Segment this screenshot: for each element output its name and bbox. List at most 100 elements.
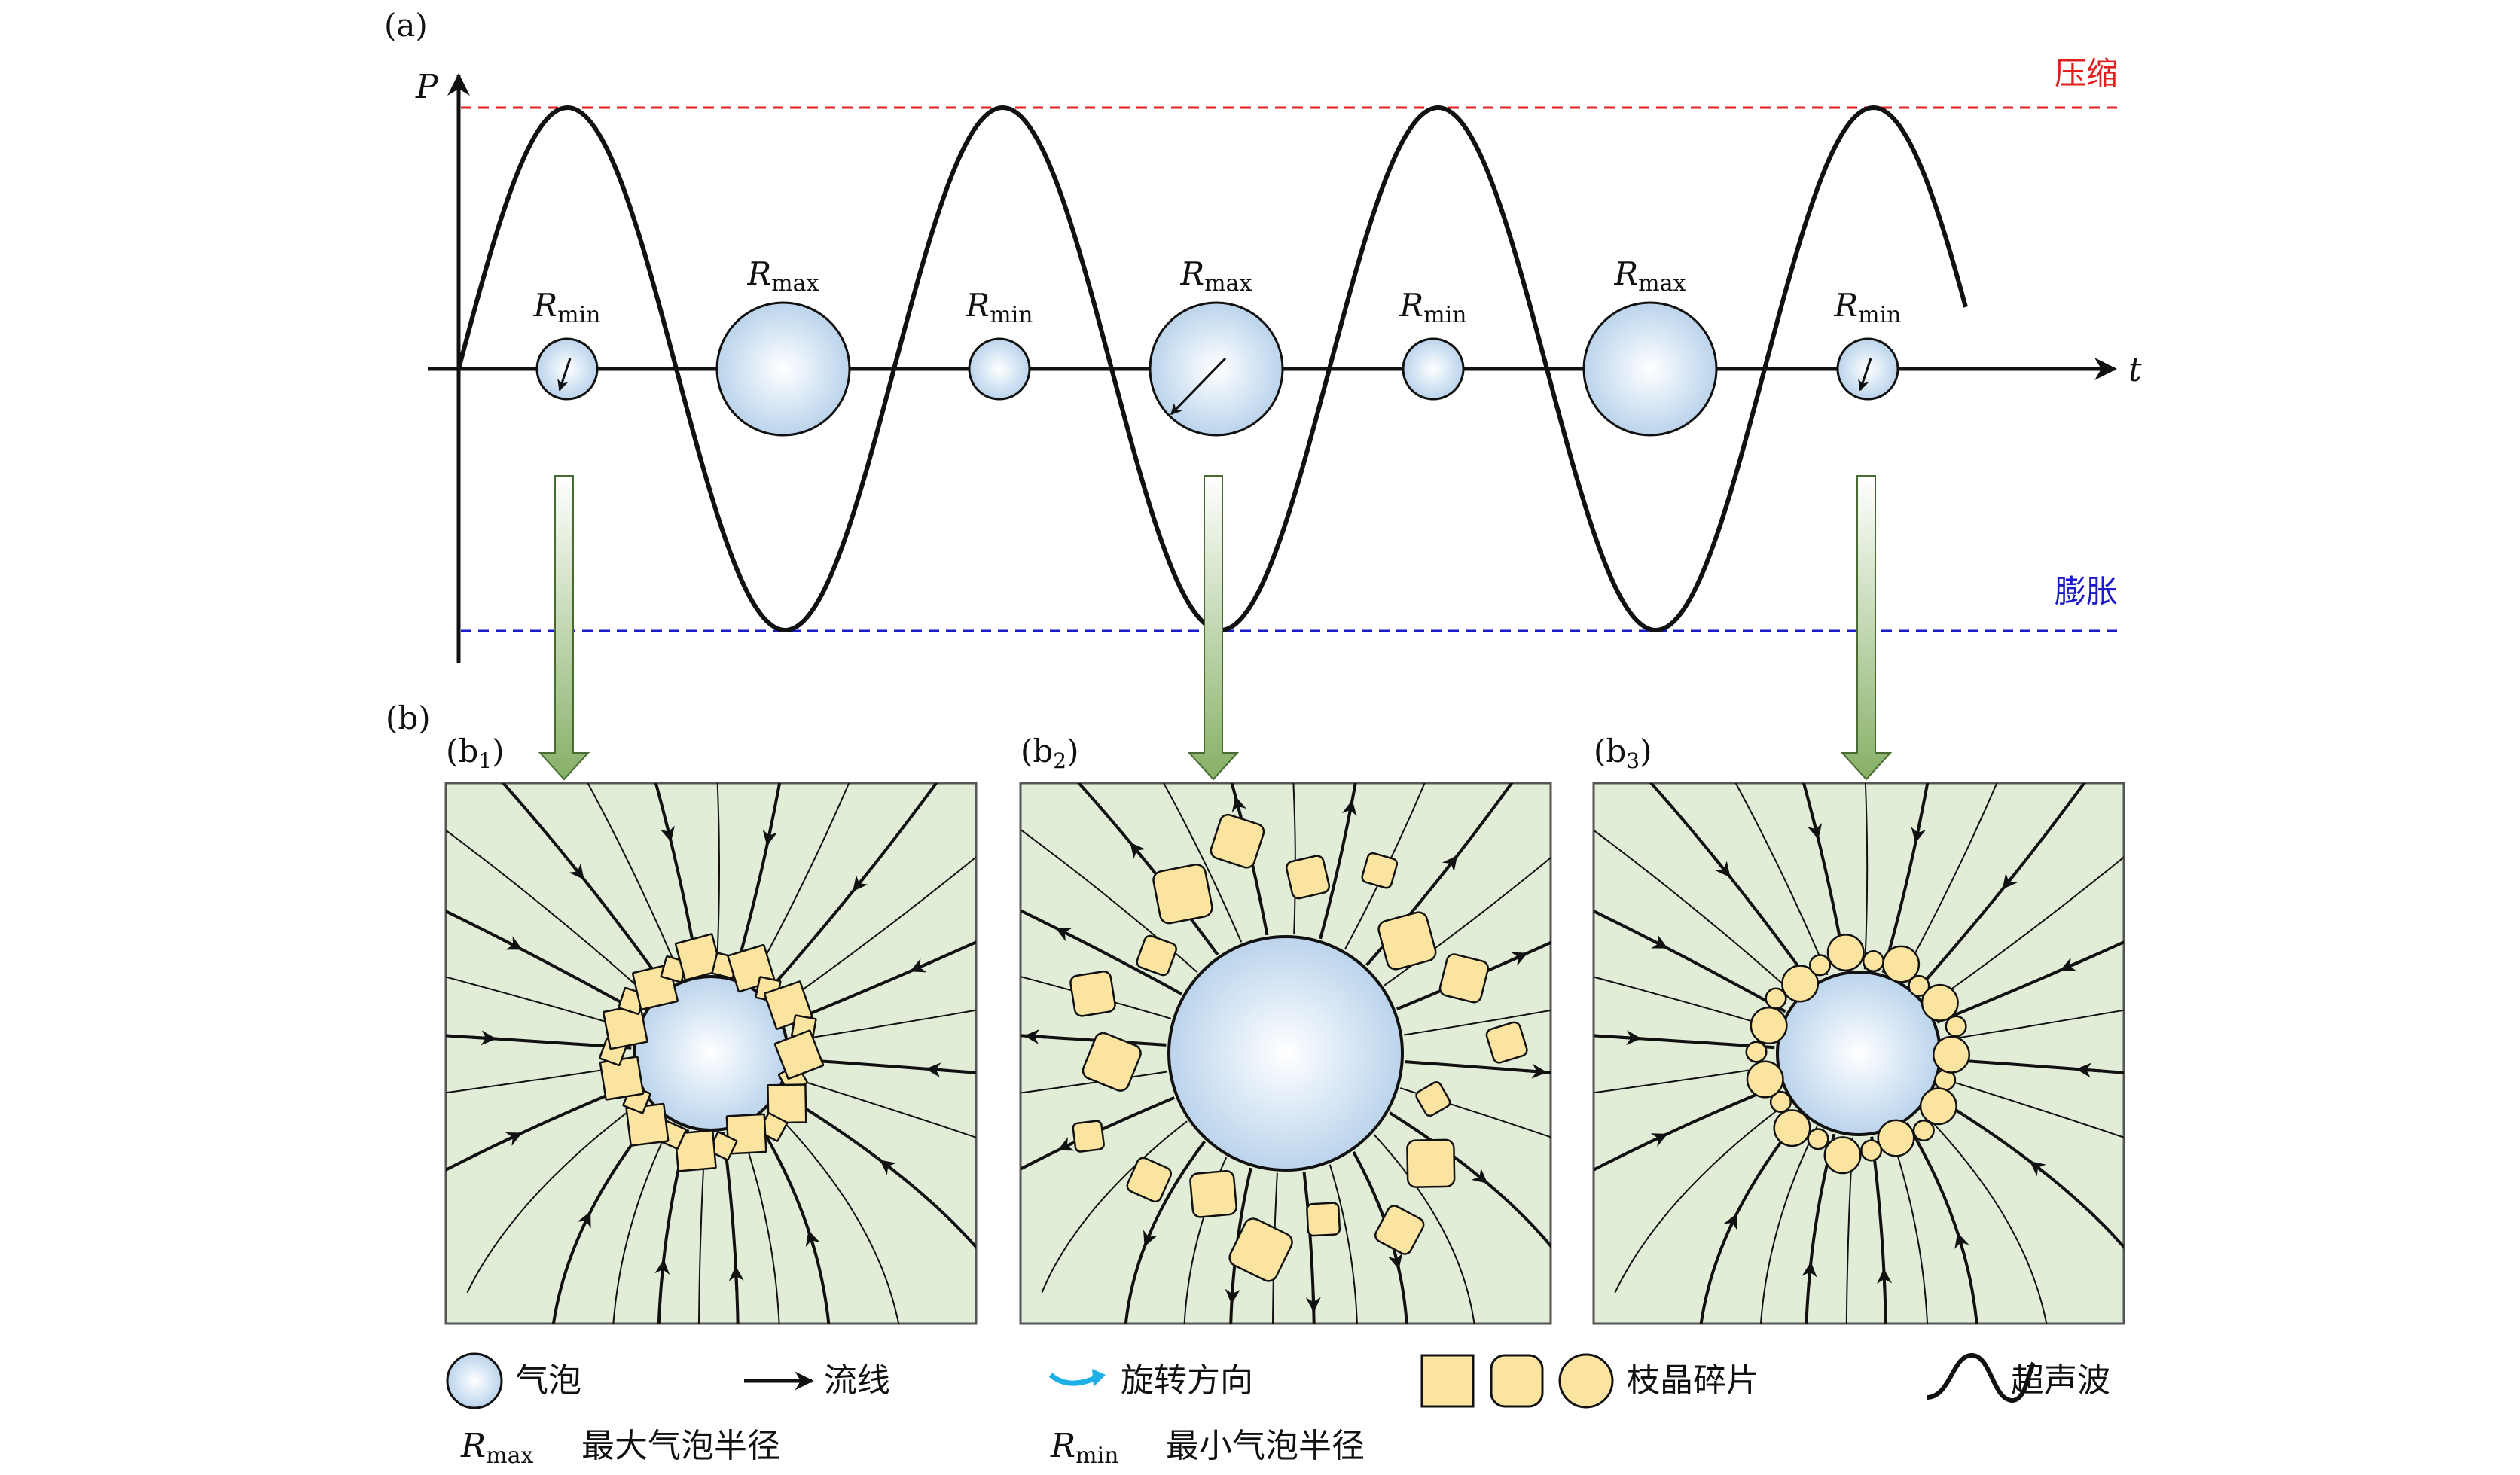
bubble-max [1582,301,1718,437]
fragment [1750,1007,1788,1045]
fragment [1769,1090,1792,1114]
streamline [1329,1164,1358,1324]
fragment [1860,1139,1883,1162]
streamline [1021,975,1172,1019]
streamline [790,1057,976,1074]
legend-circle-fragment-icon [1558,1353,1614,1409]
streamline [1931,1093,2124,1250]
legend-ultrasound-icon [1926,1352,2036,1403]
fragment [1374,1205,1425,1255]
streamline [1403,1009,1551,1036]
subpanel-label: (b3) [1594,733,1652,773]
streamline-arrow [805,1230,820,1251]
fragment [1072,1120,1105,1153]
streamline-arrow [925,1062,950,1078]
bubble-radius-label: Rmin [1399,287,1467,328]
radius-arrow [557,358,572,392]
panel-a-label: (a) [384,7,428,44]
subpanel-b1: (b1) [444,733,978,1325]
streamline-arrow [2002,870,2019,890]
legend-bubble-icon [446,1352,503,1409]
streamline-arrow [2029,1160,2046,1177]
streamline [1389,1111,1551,1248]
streamline [1041,1120,1188,1294]
streamline [446,1081,638,1172]
streamline [1229,1167,1252,1324]
streamline [755,1118,831,1324]
streamline [697,1132,706,1324]
streamline [1899,783,1998,981]
streamline [1734,783,1829,976]
streamline-arrow [1143,1230,1158,1247]
streamline [466,1098,646,1294]
streamline [654,783,700,975]
fragment [1082,1032,1142,1092]
streamline [1352,1150,1408,1324]
streamline [1649,783,1813,985]
streamline [657,1129,690,1324]
streamline [740,1127,780,1324]
streamline-arrow [1507,952,1528,966]
fragment [1826,934,1865,972]
streamline [1594,1083,1781,1172]
streamline-arrow [654,1259,670,1283]
streamline-arrow [1525,1063,1548,1079]
streamline [789,1009,976,1042]
legend-rmin-label: 最小气泡半径 [1166,1427,1365,1465]
compression-label: 压缩 [2055,55,2118,92]
streamline-arrow [1802,1261,1817,1285]
fragment [1361,852,1399,889]
streamline-arrow [1471,1168,1488,1184]
streamline [1124,1140,1207,1324]
legend-rmax-symbol: Rmax [460,1427,533,1469]
bubble-min [968,337,1031,401]
streamline [1905,1122,1978,1324]
fragment [1781,965,1820,1003]
streamline-arrow [660,818,675,843]
fragment [1882,945,1921,983]
streamline-arrow [577,1211,592,1230]
streamline-arrow [1387,1251,1403,1269]
streamline [1942,1009,2124,1041]
legend-streamline-label: 流线 [824,1361,890,1400]
subpanel-label: (b2) [1021,733,1079,773]
streamline [779,1091,976,1250]
fragment [1415,1081,1451,1117]
radius-arrow [1858,358,1872,392]
streamline-arrow [567,859,585,880]
legend: 气泡 流线 旋转方向 枝晶碎片 超声波 Rmax 最大气泡半径 Rmin 最小气… [446,1352,2110,1469]
streamline [1870,1136,1887,1324]
subpanel-b3: (b3) [1592,733,2125,1325]
streamline-arrow [1646,934,1668,949]
subpanel-label: (b1) [446,733,505,773]
fragment [1306,1202,1341,1237]
streamline-arrow [910,958,933,973]
streamline-arrow [502,1132,523,1147]
subpanel-b2: (b2) [1019,733,1552,1325]
streamline-arrow [1954,1232,1969,1253]
fragment [1126,1157,1173,1203]
streamline [1594,909,1786,1013]
fragment [773,1029,825,1080]
streamline [1881,783,1930,974]
streamline-arrow [1225,1283,1240,1305]
fragment [1823,1136,1862,1175]
fragment [1808,954,1832,977]
streamline [1344,783,1426,950]
radius-arrow [1170,357,1227,416]
streamline-arrow [1648,1132,1668,1147]
arrow-to-b1 [538,475,590,781]
fragment [1807,1128,1829,1150]
streamline [551,1111,658,1324]
streamline [722,1132,740,1324]
dendrite-fragments [1069,813,1528,1282]
fragment [1912,1119,1935,1142]
streamline [446,976,635,1032]
bubble-radius-label: Rmax [1180,255,1252,297]
streamline [1802,783,1847,971]
expansion-label: 膨胀 [2055,573,2118,610]
streamline-arrow [1911,819,1927,843]
bubble-min [1402,337,1465,401]
fragment [674,933,723,981]
streamline-arrow [1305,1291,1321,1313]
